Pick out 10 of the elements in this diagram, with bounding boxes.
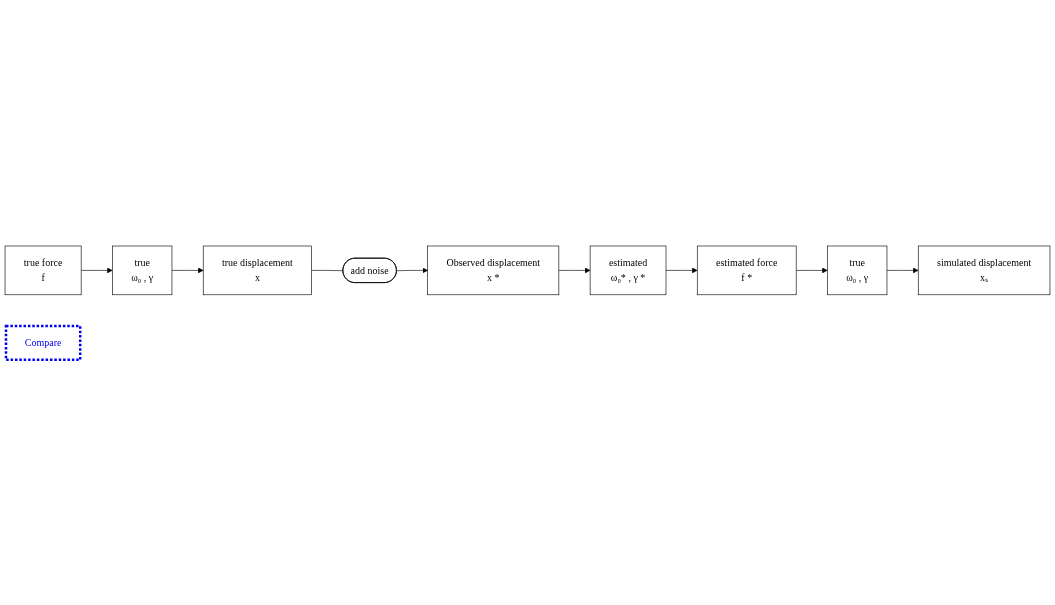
node-box: estimated ω₀* , γ *: [589, 245, 667, 295]
node-box: Compare: [4, 324, 82, 361]
connector: [311, 269, 344, 271]
node-box: true ω₀ , γ: [827, 245, 888, 295]
node-box: estimated force f *: [696, 245, 797, 295]
node-box: true displacement x: [202, 245, 312, 295]
node-box: Observed displacement x *: [427, 245, 560, 295]
node-box: true ω₀ , γ: [112, 245, 173, 295]
node-box: true force f: [4, 245, 82, 295]
node-box: simulated displacement xₛ: [917, 245, 1051, 295]
